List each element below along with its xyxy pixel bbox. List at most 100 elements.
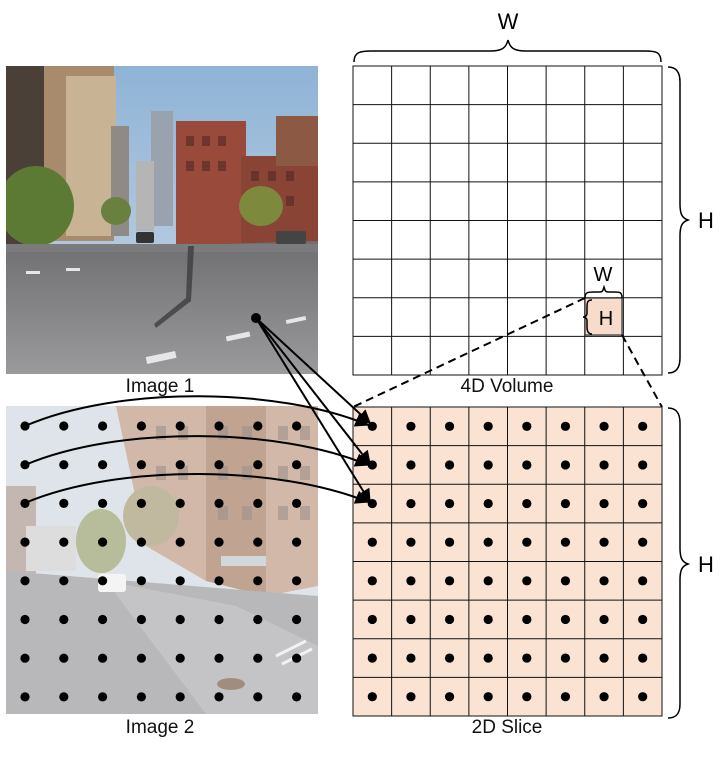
slice-dot (638, 421, 648, 431)
slice-dot (560, 498, 571, 509)
image-2-dot (98, 614, 108, 625)
slice-dot (483, 421, 493, 431)
slice-dot (444, 498, 455, 509)
slice-dot (599, 692, 609, 702)
volume-width-brace (353, 39, 662, 63)
image-2-dot (175, 498, 185, 508)
image-2-dot (214, 692, 224, 702)
slice-dot (599, 498, 609, 509)
image-2-dot (136, 537, 146, 547)
slice-dot (406, 576, 416, 586)
image-2-dot (253, 537, 263, 547)
cell-width-label: W (594, 264, 613, 286)
cell-height-label: H (599, 308, 613, 330)
slice-dot (406, 460, 416, 470)
image-2-dot (98, 692, 108, 702)
slice-dot (406, 421, 416, 431)
slice-dot (483, 537, 493, 547)
slice-dot (638, 653, 648, 663)
slice-dot (599, 421, 609, 431)
slice-dot (560, 614, 571, 625)
image-2-dot (136, 498, 146, 508)
volume-height-brace (667, 66, 691, 374)
arrow-query-to-cell-1 (255, 317, 372, 424)
image-2-dot (136, 692, 146, 702)
slice-dot (367, 653, 377, 663)
slice-dot (560, 692, 571, 702)
slice-dot (483, 692, 493, 702)
slice-dot (406, 692, 416, 702)
slice-dot (522, 421, 532, 431)
arrow-query-to-cell-3 (255, 317, 371, 504)
image-2-dot (292, 576, 302, 586)
image-2-dot (98, 653, 108, 663)
image-2-dot (20, 498, 30, 508)
slice-dot (599, 537, 609, 547)
arrow-image2-row2 (24, 435, 370, 467)
slice-dot (483, 653, 493, 663)
image-2-dot (20, 576, 30, 586)
image-1-caption: Image 1 (125, 376, 195, 397)
slice-dot (444, 692, 455, 702)
image-2-dot (253, 460, 263, 470)
image-2-dot (253, 421, 263, 431)
slice-dot (638, 614, 648, 625)
image-2-dot (292, 498, 302, 508)
volume-highlight-cell (584, 297, 623, 336)
slice-dot (560, 537, 571, 547)
slice-dot (444, 460, 455, 470)
image-2-dot (214, 421, 224, 431)
image-2-dot (253, 614, 263, 625)
image-2-dot (214, 498, 224, 508)
image-1-photo (6, 66, 318, 374)
image-2-dot (292, 653, 302, 663)
slice-dot (522, 692, 532, 702)
slice-dot (367, 421, 377, 431)
slice-dot (522, 576, 532, 586)
image-2-dot (292, 614, 302, 625)
slice-dot (406, 653, 416, 663)
arrow-image2-row1 (24, 395, 370, 427)
image-2-dot (59, 653, 69, 663)
image-2-dot (175, 653, 185, 663)
image-2-dot (98, 460, 108, 470)
image-2-dot (98, 421, 108, 431)
image-2-dot (136, 421, 146, 431)
slice-dot (522, 614, 532, 625)
image-2-dot (136, 460, 146, 470)
slice-dot (522, 653, 532, 663)
image-2-dot (59, 460, 69, 470)
image-2-dot (59, 692, 69, 702)
slice-dot (638, 692, 648, 702)
slice-dot (522, 498, 532, 509)
image-2-dot (175, 421, 185, 431)
image-2-dot (20, 537, 30, 547)
image-2-dot (292, 537, 302, 547)
image-2-dot (214, 460, 224, 470)
slice-height-brace (667, 407, 691, 719)
image-2-dot (20, 614, 30, 625)
slice-dot (406, 614, 416, 625)
image-2-photo (6, 406, 318, 714)
arrow-query-to-cell-2 (255, 317, 371, 466)
image-2-dot (20, 653, 30, 663)
image-2-dot (136, 614, 146, 625)
slice-dot (560, 576, 571, 586)
slice-caption: 2D Slice (471, 717, 543, 738)
slice-dot (367, 576, 377, 586)
slice-grid (352, 406, 663, 717)
slice-dot (444, 614, 455, 625)
image-2-dot (214, 537, 224, 547)
image-2-dot (253, 692, 263, 702)
slice-dot (367, 692, 377, 702)
image-2-dot (98, 576, 108, 586)
slice-dot (638, 576, 648, 586)
image-2-dot (98, 537, 108, 547)
slice-dot (406, 537, 416, 547)
image-2-dot (214, 576, 224, 586)
image-2-dot (292, 421, 302, 431)
slice-dot (599, 653, 609, 663)
slice-dot (367, 537, 377, 547)
slice-dot (560, 421, 571, 431)
slice-dot (406, 498, 416, 509)
